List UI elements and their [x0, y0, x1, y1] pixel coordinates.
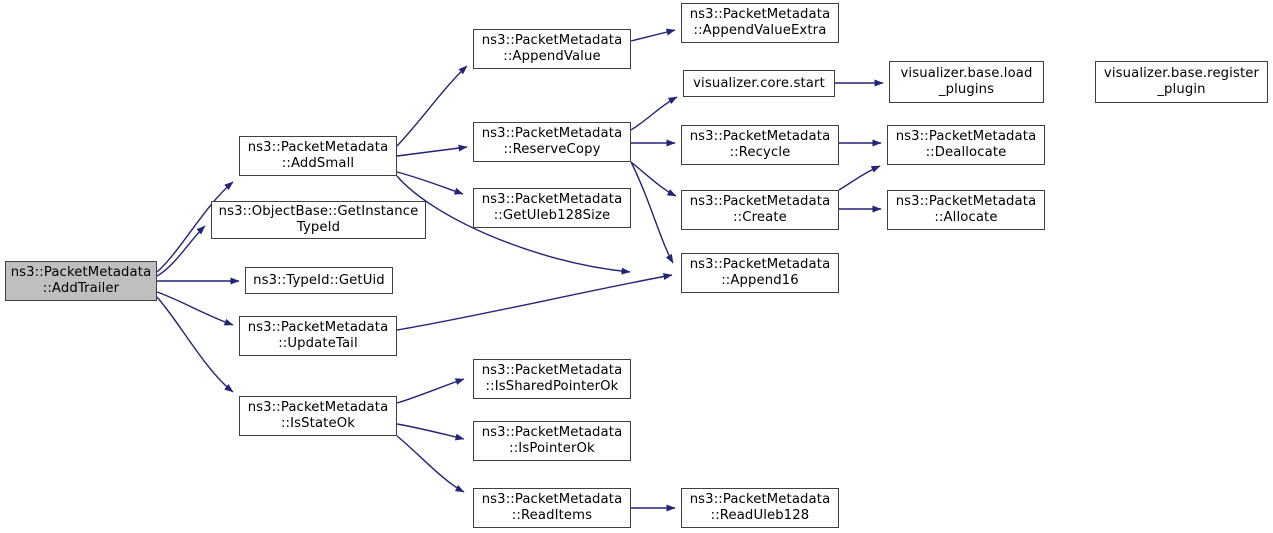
graph-node-deallocate[interactable]: ns3::PacketMetadata ::Deallocate [887, 125, 1045, 165]
graph-node-label: visualizer.base.register _plugin [1103, 66, 1260, 97]
graph-edge-create-to-deallocate [838, 165, 881, 191]
graph-edge-addtrailer-to-getinstancetypeid [156, 225, 206, 277]
graph-node-label: ns3::PacketMetadata ::IsPointerOk [481, 425, 623, 456]
graph-node-label: ns3::PacketMetadata ::Create [689, 194, 831, 225]
graph-node-addsmall[interactable]: ns3::PacketMetadata ::AddSmall [239, 136, 397, 176]
graph-edge-reservecopy-to-append16 [630, 161, 674, 264]
graph-node-label: ns3::PacketMetadata ::Allocate [895, 194, 1037, 225]
graph-node-label: ns3::PacketMetadata ::AddSmall [247, 140, 389, 171]
graph-node-allocate[interactable]: ns3::PacketMetadata ::Allocate [887, 190, 1045, 230]
graph-node-issharedpointerok[interactable]: ns3::PacketMetadata ::IsSharedPointerOk [473, 359, 631, 399]
graph-node-loadplugins[interactable]: visualizer.base.load _plugins [889, 61, 1044, 103]
graph-node-label: ns3::PacketMetadata ::ReadItems [481, 492, 623, 523]
graph-node-getuleb128size[interactable]: ns3::PacketMetadata ::GetUleb128Size [473, 188, 631, 228]
graph-node-label: ns3::PacketMetadata ::IsStateOk [247, 400, 389, 431]
graph-node-append16[interactable]: ns3::PacketMetadata ::Append16 [681, 253, 839, 293]
graph-edge-addtrailer-to-updatetail [156, 291, 234, 326]
graph-node-getinstancetypeid[interactable]: ns3::ObjectBase::GetInstance TypeId [211, 201, 426, 239]
graph-node-label: ns3::PacketMetadata ::ReserveCopy [481, 126, 623, 157]
graph-node-recycle[interactable]: ns3::PacketMetadata ::Recycle [681, 125, 839, 165]
graph-node-label: ns3::PacketMetadata ::Deallocate [895, 129, 1037, 160]
graph-node-reservecopy[interactable]: ns3::PacketMetadata ::ReserveCopy [473, 122, 631, 162]
graph-node-appendvalueextra[interactable]: ns3::PacketMetadata ::AppendValueExtra [681, 3, 839, 43]
graph-node-label: ns3::PacketMetadata ::AddTrailer [10, 265, 152, 296]
graph-edge-updatetail-to-append16 [396, 273, 673, 331]
graph-node-addtrailer[interactable]: ns3::PacketMetadata ::AddTrailer [5, 261, 157, 301]
graph-node-label: visualizer.base.load _plugins [900, 66, 1033, 97]
graph-node-label: ns3::PacketMetadata ::ReadUleb128 [689, 492, 831, 523]
graph-node-readitems[interactable]: ns3::PacketMetadata ::ReadItems [473, 488, 631, 528]
graph-node-updatetail[interactable]: ns3::PacketMetadata ::UpdateTail [239, 316, 397, 356]
graph-node-label: ns3::PacketMetadata ::Append16 [689, 257, 831, 288]
graph-node-label: ns3::PacketMetadata ::UpdateTail [247, 320, 389, 351]
graph-node-label: ns3::PacketMetadata ::GetUleb128Size [481, 192, 623, 223]
graph-node-label: ns3::ObjectBase::GetInstance TypeId [218, 204, 419, 235]
graph-node-create[interactable]: ns3::PacketMetadata ::Create [681, 190, 839, 230]
graph-node-getuid[interactable]: ns3::TypeId::GetUid [245, 267, 393, 294]
graph-edge-addsmall-to-getuleb128size [396, 171, 464, 195]
graph-node-label: visualizer.core.start [693, 75, 825, 91]
graph-edge-reservecopy-to-visualizercorestart [630, 96, 678, 131]
graph-node-label: ns3::PacketMetadata ::AppendValue [481, 33, 623, 64]
graph-node-isstateok[interactable]: ns3::PacketMetadata ::IsStateOk [239, 396, 397, 436]
graph-edge-isstateok-to-readitems [396, 435, 465, 493]
graph-node-label: ns3::PacketMetadata ::Recycle [689, 129, 831, 160]
graph-node-ispointerok[interactable]: ns3::PacketMetadata ::IsPointerOk [473, 421, 631, 461]
graph-node-visualizercorestart[interactable]: visualizer.core.start [683, 70, 835, 97]
graph-node-appendvalue[interactable]: ns3::PacketMetadata ::AppendValue [473, 29, 631, 69]
graph-edge-addtrailer-to-isstateok [156, 296, 234, 393]
graph-edge-isstateok-to-ispointerok [396, 423, 465, 441]
graph-edge-appendvalue-to-appendvalueextra [630, 28, 676, 42]
graph-node-label: ns3::PacketMetadata ::IsSharedPointerOk [481, 363, 623, 394]
graph-node-readuleb128[interactable]: ns3::PacketMetadata ::ReadUleb128 [681, 488, 839, 528]
graph-node-label: ns3::TypeId::GetUid [253, 272, 385, 288]
graph-edge-addsmall-to-reservecopy [396, 144, 468, 157]
graph-node-registerplugin[interactable]: visualizer.base.register _plugin [1095, 61, 1268, 103]
graph-edge-addsmall-to-appendvalue [396, 65, 468, 147]
graph-edge-isstateok-to-issharedpointerok [396, 378, 465, 404]
graph-edge-reservecopy-to-create [630, 161, 677, 197]
graph-node-label: ns3::PacketMetadata ::AppendValueExtra [689, 7, 831, 38]
